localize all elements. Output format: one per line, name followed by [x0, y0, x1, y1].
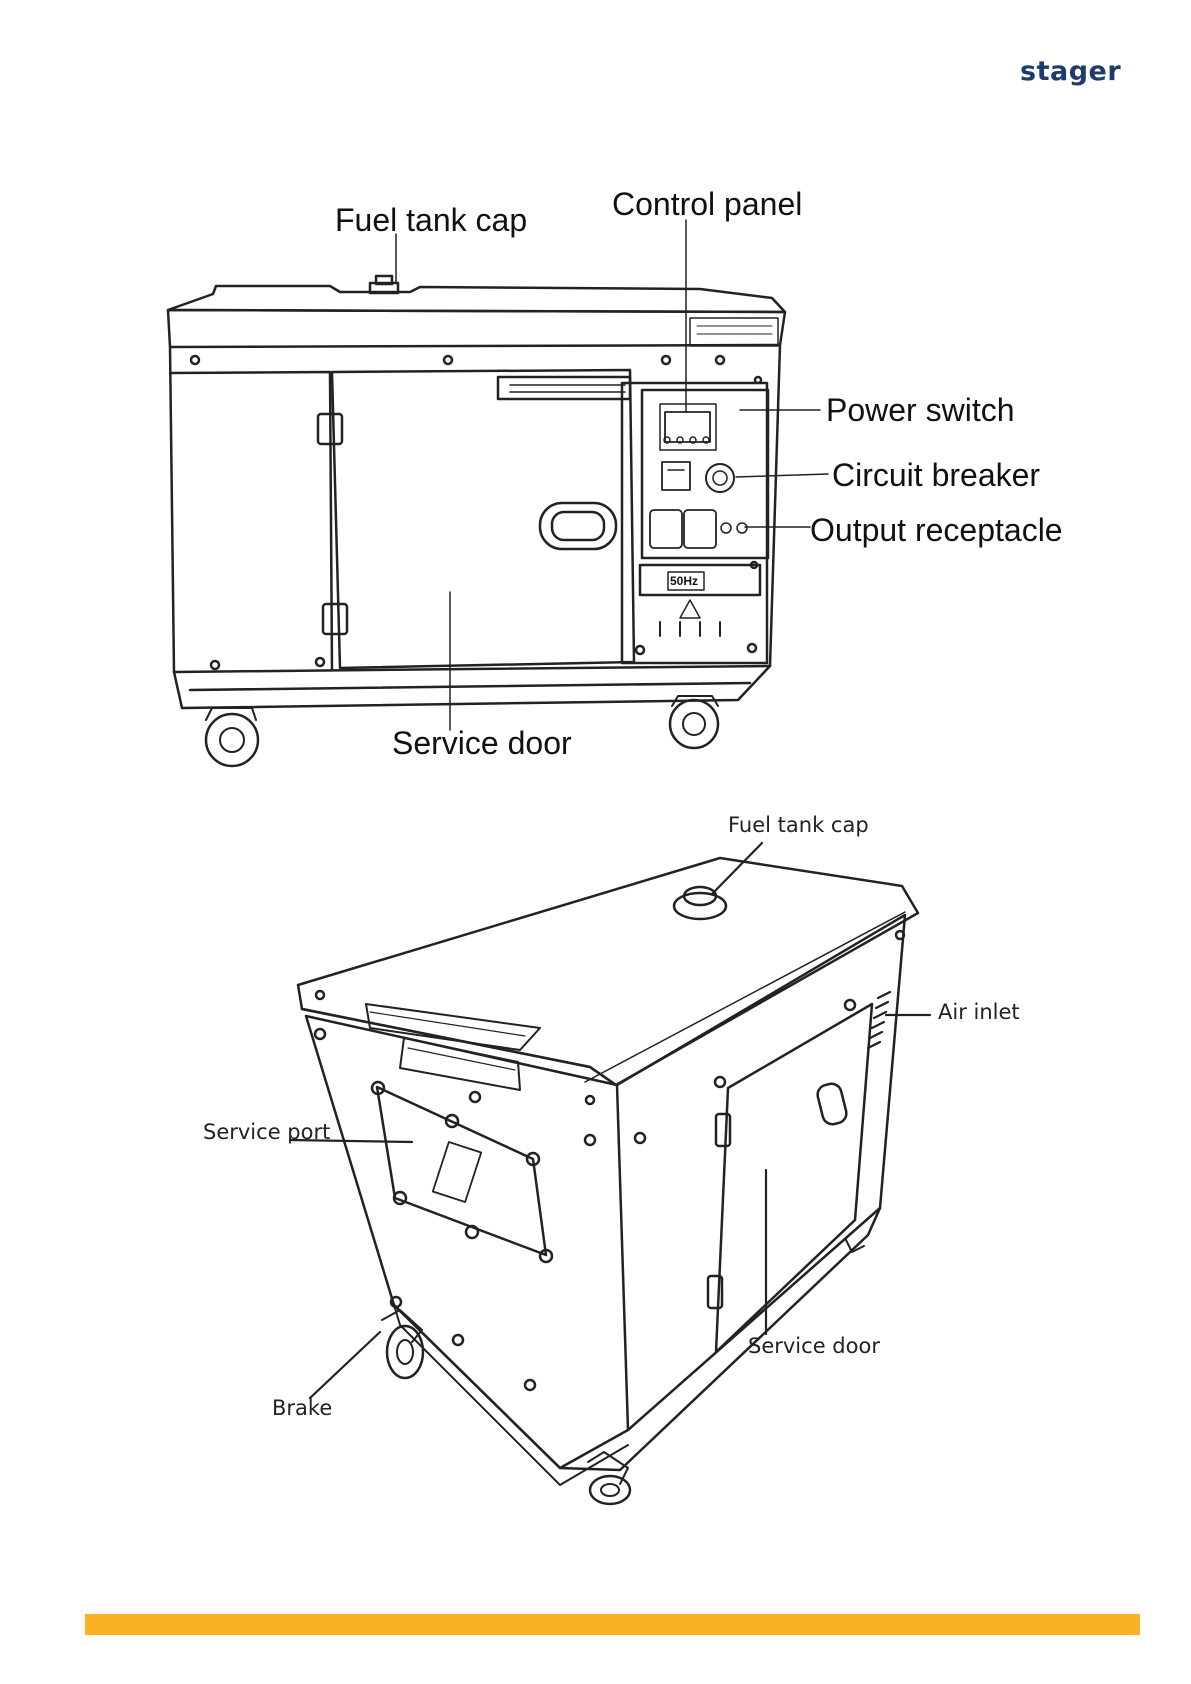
label-fuel-tank-cap-iso: Fuel tank cap [728, 815, 869, 836]
footer-accent-bar [85, 1614, 1140, 1635]
label-service-door-iso: Service door [748, 1336, 880, 1357]
label-air-inlet: Air inlet [938, 1002, 1020, 1023]
label-brake: Brake [272, 1398, 332, 1419]
label-service-port: Service port [203, 1122, 330, 1143]
